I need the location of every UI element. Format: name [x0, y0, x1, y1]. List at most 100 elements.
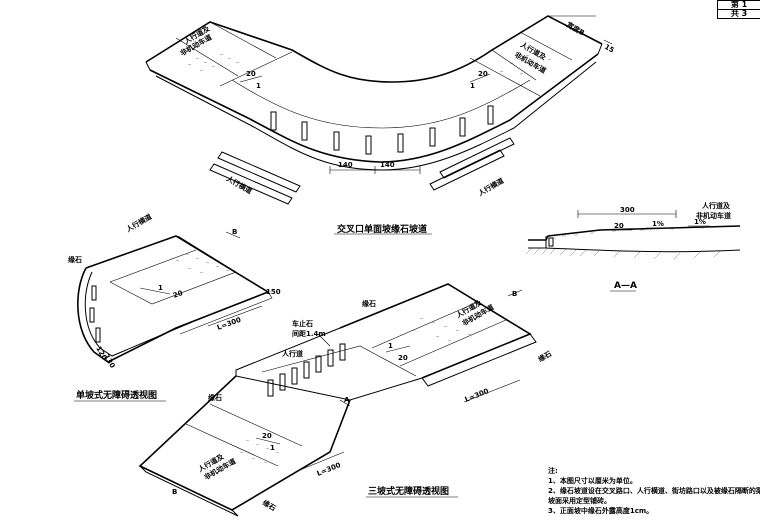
top-plan-mid-curve [231, 79, 531, 129]
single-slope-panels [109, 235, 237, 305]
triple-b-bottom: B [172, 488, 177, 496]
top-plan-left-dividers [175, 21, 277, 77]
single-curb: 缘石 [68, 255, 82, 264]
single-slope-den: 20 [172, 289, 184, 300]
single-dim-150: 150 [266, 288, 281, 296]
top-plan-crosswalk-left-strips [209, 151, 301, 205]
section-aa-diagram: 300 20 1% 1% 人行道及 非机动车道 A—A [525, 201, 741, 292]
triple-left-den: 1 [270, 444, 275, 452]
triple-bollards [267, 343, 346, 397]
single-slope-bollards [89, 285, 101, 343]
top-plan-end-edges [145, 43, 603, 71]
top-plan-curb-line [155, 61, 597, 171]
triple-right-den: 20 [398, 354, 408, 362]
width-label: 宽度B [564, 19, 586, 37]
section-curb [548, 237, 554, 247]
top-plan-diagram: 140 140 20 1 20 1 人行道及 非机动车道 人行道及 非机动车道 … [145, 15, 616, 235]
section-slope-1b: 1% [694, 218, 706, 226]
triple-right-num: 1 [388, 342, 393, 350]
section-label-2: 非机动车道 [696, 211, 731, 220]
triple-dim-l-right-line [463, 379, 521, 403]
note-item-4: 3、正面坡中缘石外露高度1cm。 [548, 507, 654, 515]
triple-right-panels [371, 301, 507, 367]
triple-a: A [344, 396, 350, 404]
section-slope-1a: 1% [652, 220, 664, 228]
note-item-1: 1、本图尺寸以厘米为单位。 [548, 477, 637, 485]
triple-curb-left: 缘石 [208, 393, 222, 402]
triple-dim-l-bottom-line [299, 451, 345, 471]
top-plan-right-transition [469, 57, 541, 97]
slope-right-den: 1 [470, 82, 475, 90]
section-base [528, 236, 741, 253]
single-slope-curb-inner [84, 271, 193, 357]
top-plan-road-edge [149, 53, 599, 163]
top-plan-dim-line [329, 166, 421, 174]
triple-right-outline [339, 283, 532, 379]
triple-l-bottom: L=300 [316, 461, 342, 478]
dim-300: 300 [620, 206, 635, 214]
width-dim-lines [548, 15, 613, 45]
single-dim-l [207, 305, 263, 327]
single-slope-diagram: 1 20 人行横道 缘石 B L=300 150 120 130 单坡式无障碍透… [68, 212, 281, 402]
notes-head: 注: [548, 467, 558, 475]
single-b: B [232, 228, 237, 236]
triple-middle-lines [261, 345, 417, 377]
crosswalk-right-label: 人行横道 [477, 176, 506, 198]
triple-curb-top: 缘石 [362, 299, 376, 308]
top-plan-right-dividers [491, 31, 573, 81]
slope-left-den: 1 [256, 82, 261, 90]
triple-left-arrow [255, 437, 281, 445]
single-slope-curve [77, 267, 109, 363]
section-title: A—A [614, 281, 637, 291]
triple-b-top-tick [507, 289, 523, 297]
triple-curb-right: 缘石 [537, 349, 554, 364]
triple-crosswalk: 人行道 [282, 349, 303, 358]
single-dim-130: 130 [102, 353, 116, 370]
section-slope-20: 20 [614, 222, 624, 230]
section-dim-300 [577, 210, 677, 218]
top-plan-left-transition [219, 51, 293, 87]
single-crosswalk: 人行横道 [125, 212, 154, 234]
section-slope-arrows [606, 225, 710, 231]
triple-a-tick [339, 399, 351, 407]
single-b-tick [225, 231, 241, 239]
triple-texture [239, 317, 472, 464]
stop-stone-2: 间距1.4m [292, 329, 326, 338]
triple-curb-bottom: 缘石 [261, 498, 278, 513]
triple-slope-title: 三坡式无障碍透视图 [368, 485, 449, 497]
triple-left-num: 20 [262, 432, 272, 440]
section-hatching [525, 227, 721, 260]
triple-slope-diagram: 车止石 间距1.4m 人行道 缘石 缘石 缘石 缘石 B B A 人行道及 非机… [138, 283, 554, 517]
single-slope-num: 1 [158, 284, 163, 292]
slope-left-num: 20 [246, 70, 256, 78]
stop-stone-leader [317, 333, 331, 347]
triple-l-right: L=300 [464, 387, 490, 404]
sheet-total: 共 3 [718, 9, 760, 18]
triple-b-top: B [512, 290, 517, 298]
single-slope-arrow [139, 287, 171, 295]
notes-block: 注: 1、本图尺寸以厘米为单位。 2、缘石坡道设在交叉路口、人行横道、街坊路口以… [548, 466, 760, 516]
triple-right-arrow [385, 345, 411, 353]
single-slope-edge [179, 291, 273, 335]
stop-stone-1: 车止石 [292, 319, 313, 328]
sheet-number-box: 第 1 共 3 [717, 0, 760, 19]
dim-15: 15 [603, 43, 616, 55]
top-plan-crosswalk-right-strips [429, 137, 515, 191]
crosswalk-left-label: 人行横道 [225, 174, 254, 196]
triple-left-panels [185, 403, 303, 467]
top-plan-pavement-texture [187, 50, 552, 75]
top-plan-title: 交叉口单面坡缘石坡道 [337, 223, 427, 235]
slope-right-num: 20 [478, 70, 488, 78]
dim-140-b: 140 [380, 161, 395, 169]
section-label-1: 人行道及 [702, 201, 731, 210]
single-slope-texture [175, 253, 230, 274]
note-item-3: 坡面采用定型铺砖。 [548, 497, 611, 505]
single-slope-title: 单坡式无障碍透视图 [76, 389, 157, 401]
section-surface [528, 225, 741, 241]
triple-right-curb [421, 333, 537, 387]
triple-left-curb [139, 465, 239, 517]
slope-arrow-right [469, 73, 491, 83]
top-plan-bollards [270, 105, 494, 155]
sheet-page: 第 1 [718, 0, 760, 9]
